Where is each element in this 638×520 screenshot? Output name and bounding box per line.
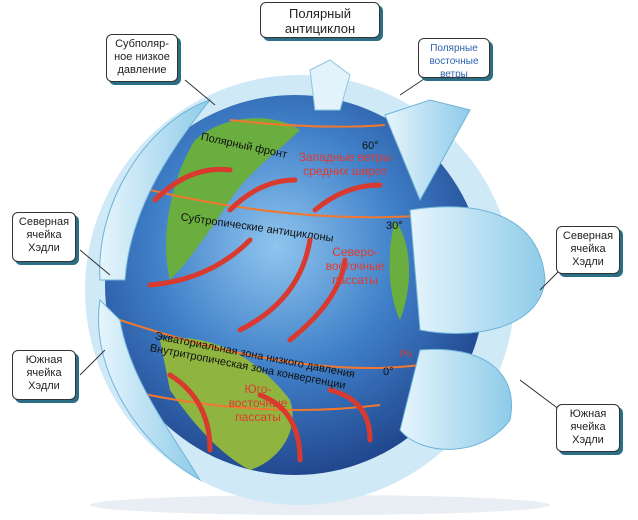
pointer-north-left — [79, 249, 111, 276]
label-westerlies: Западные ветры средних широт — [298, 150, 392, 178]
polar-cell — [384, 99, 471, 202]
callout-south-hadley-right: Южная ячейка Хэдли — [556, 404, 620, 452]
wind-arrows — [147, 166, 383, 463]
label-ne-trades: Северо-восточные пассаты — [325, 245, 385, 287]
equator-line — [119, 319, 421, 369]
lat-line-30 — [149, 189, 431, 219]
pointer-polar-easterlies — [399, 74, 431, 96]
label-lat-0: 0° — [383, 366, 394, 378]
polar-anticyclone-cloud — [309, 59, 351, 111]
lat-line-60 — [229, 119, 386, 128]
left-cell-south — [98, 298, 202, 482]
pointer-subpolar — [184, 79, 216, 106]
label-partial-hidden: Ро — [400, 349, 412, 360]
north-hadley-cell — [409, 206, 546, 334]
north-america-land — [166, 118, 300, 280]
callout-subpolar-low: Субполяр-ное низкое давление — [106, 34, 178, 82]
callout-south-hadley-left: Южная ячейка Хэдли — [12, 350, 76, 400]
callout-north-hadley-left: Северная ячейка Хэдли — [12, 212, 76, 262]
callout-polar-anticyclone: Полярный антициклон — [260, 2, 380, 38]
left-cell-north — [99, 98, 212, 281]
label-se-trades: Юго-восточные пассаты — [228, 382, 288, 424]
label-lat-60: 60° — [362, 140, 379, 152]
south-america-land — [160, 338, 293, 470]
africa-edge-land — [389, 220, 410, 320]
pointer-south-right — [519, 379, 561, 411]
callout-polar-easterlies: Полярные восточные ветры — [418, 38, 490, 80]
callout-north-hadley-right: Северная ячейка Хэдли — [556, 226, 620, 274]
south-hadley-cell — [399, 348, 512, 450]
label-lat-30: 30° — [386, 220, 403, 232]
globe-shadow — [90, 495, 550, 515]
pointer-south-left — [79, 349, 106, 376]
pointer-north-right — [539, 269, 561, 291]
lat-line-south — [124, 389, 381, 411]
